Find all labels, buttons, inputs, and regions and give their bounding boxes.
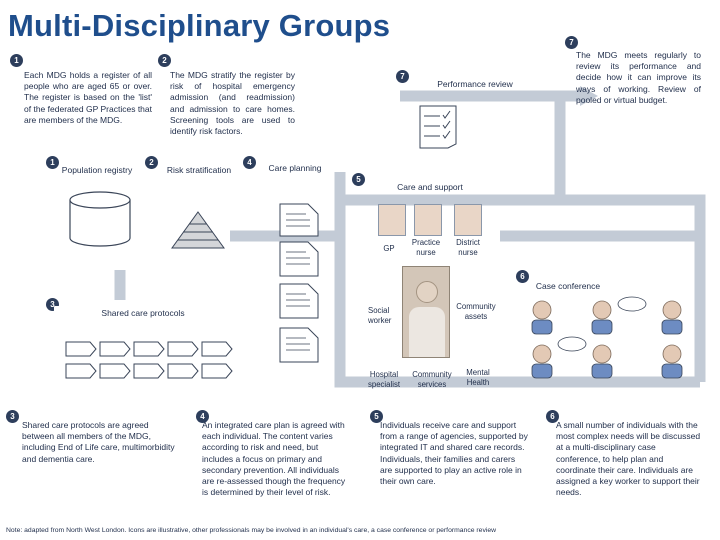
step-badge-7: 7 <box>565 36 578 49</box>
page-title: Multi-Disciplinary Groups <box>8 8 391 43</box>
shared-care-protocols-bar: Shared care protocols <box>54 306 232 321</box>
checklist-icon <box>419 105 457 149</box>
gp-label: GP <box>383 244 395 253</box>
badge-care-planning: 4 <box>243 156 256 169</box>
database-icon <box>69 191 131 247</box>
care-support-description: Individuals receive care and support fro… <box>380 420 528 487</box>
register-description: Each MDG holds a register of all people … <box>24 70 152 125</box>
step-badge-2: 2 <box>158 54 171 67</box>
population-registry-label: Population registry <box>61 165 133 175</box>
hospital-specialist-label: Hospital specialist <box>367 370 401 389</box>
bottom-badge-3: 3 <box>6 410 19 423</box>
badge-performance: 7 <box>396 70 409 83</box>
stratify-description: The MDG stratify the register by risk of… <box>170 70 295 137</box>
district-nurse-avatar <box>454 204 482 236</box>
badge-case-conference: 6 <box>516 270 529 283</box>
footnote: Note: adapted from North West London. Ic… <box>6 527 497 534</box>
gp-avatar <box>378 204 406 236</box>
case-conference-label: Case conference <box>535 281 601 291</box>
bottom-badge-6: 6 <box>546 410 559 423</box>
care-and-support-label: Care and support <box>397 182 463 192</box>
mental-health-label: Mental Health <box>466 368 490 387</box>
community-services-label: Community services <box>412 370 452 389</box>
practice-nurse-avatar <box>414 204 442 236</box>
social-worker-label: Social worker <box>368 306 392 325</box>
care-plan-documents-icon <box>279 203 319 363</box>
badge-care-support: 5 <box>352 173 365 186</box>
shared-protocols-description: Shared care protocols are agreed between… <box>22 420 175 464</box>
performance-description: The MDG meets regularly to review its pe… <box>576 50 701 105</box>
risk-stratification-label: Risk stratification <box>166 165 232 175</box>
badge-risk: 2 <box>145 156 158 169</box>
bottom-badge-5: 5 <box>370 410 383 423</box>
care-plan-description: An integrated care plan is agreed with e… <box>202 420 346 498</box>
district-nurse-label: District nurse <box>456 238 480 257</box>
performance-review-label: Performance review <box>437 79 513 89</box>
case-conference-people-icon <box>531 296 683 379</box>
case-conference-description: A small number of individuals with the m… <box>556 420 701 498</box>
badge-population: 1 <box>46 156 59 169</box>
step-badge-1: 1 <box>10 54 23 67</box>
community-assets-label: Community assets <box>456 302 496 321</box>
risk-pyramid-icon <box>171 211 225 249</box>
practice-nurse-label: Practice nurse <box>411 238 441 257</box>
protocol-flow-icon <box>65 341 233 379</box>
individual-photo <box>402 266 450 358</box>
bottom-badge-4: 4 <box>196 410 209 423</box>
care-planning-label: Care planning <box>268 163 322 173</box>
